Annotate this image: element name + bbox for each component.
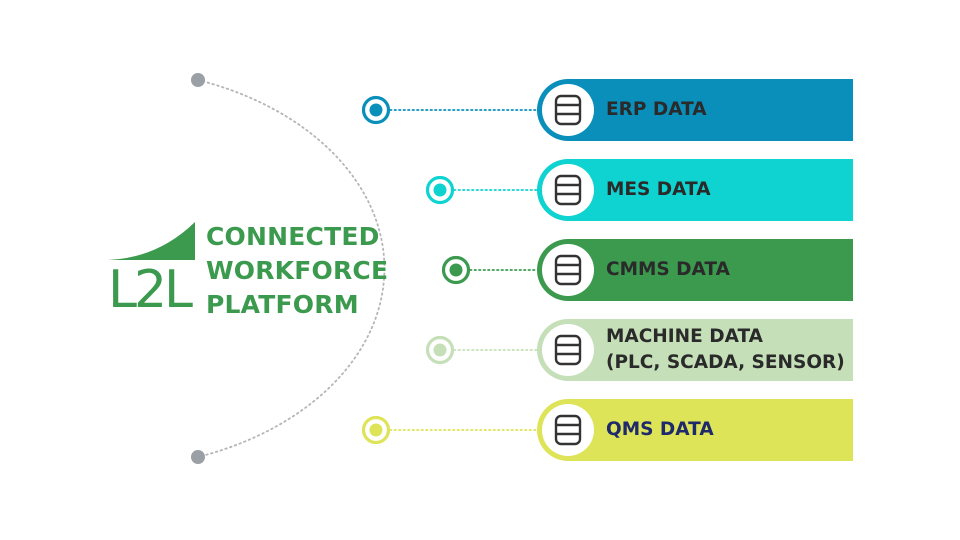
- source-label-line-1: CMMS DATA: [606, 259, 730, 280]
- source-label: QMS DATA: [606, 399, 714, 461]
- platform-arc: [197, 79, 386, 458]
- icon-disk: [542, 324, 594, 376]
- source-bar-erp: ERP DATA: [537, 79, 853, 141]
- source-label: MES DATA: [606, 159, 711, 221]
- source-bar-machine: MACHINE DATA (PLC, SCADA, SENSOR): [537, 319, 853, 381]
- connector-node-center: [433, 183, 447, 197]
- icon-disk: [542, 84, 594, 136]
- source-label-line-1: ERP DATA: [606, 99, 707, 120]
- source-label-line-1: QMS DATA: [606, 419, 714, 440]
- source-bar-qms: QMS DATA: [537, 399, 853, 461]
- database-icon: [554, 254, 582, 286]
- database-icon: [554, 174, 582, 206]
- arc-bottom-endpoint: [191, 450, 205, 464]
- source-label: CMMS DATA: [606, 239, 730, 301]
- source-bar-cmms: CMMS DATA: [537, 239, 853, 301]
- source-label-line-2: (PLC, SCADA, SENSOR): [606, 352, 845, 373]
- platform-name-line-2: WORKFORCE: [206, 256, 389, 285]
- connector-nodes: [361, 95, 538, 445]
- l2l-logo: L2L: [108, 222, 198, 320]
- database-icon: [554, 94, 582, 126]
- icon-disk: [542, 244, 594, 296]
- connector-node-center: [369, 103, 383, 117]
- icon-disk: [542, 164, 594, 216]
- connector-node-center: [369, 423, 383, 437]
- icon-disk: [542, 404, 594, 456]
- connector-node-center: [433, 343, 447, 357]
- platform-name-line-3: PLATFORM: [206, 290, 359, 319]
- source-label-line-1: MES DATA: [606, 179, 711, 200]
- arc-top-endpoint: [191, 73, 205, 87]
- platform-name-line-1: CONNECTED: [206, 222, 380, 251]
- database-icon: [554, 414, 582, 446]
- source-label: MACHINE DATA (PLC, SCADA, SENSOR): [606, 319, 845, 381]
- logo-ramp-icon: [108, 222, 195, 260]
- platform-name: CONNECTED WORKFORCE PLATFORM: [206, 220, 388, 322]
- source-label-line-1: MACHINE DATA: [606, 326, 763, 347]
- database-icon: [554, 334, 582, 366]
- source-bar-mes: MES DATA: [537, 159, 853, 221]
- source-label: ERP DATA: [606, 79, 707, 141]
- logo-text: L2L: [108, 260, 193, 320]
- connector-node-center: [449, 263, 463, 277]
